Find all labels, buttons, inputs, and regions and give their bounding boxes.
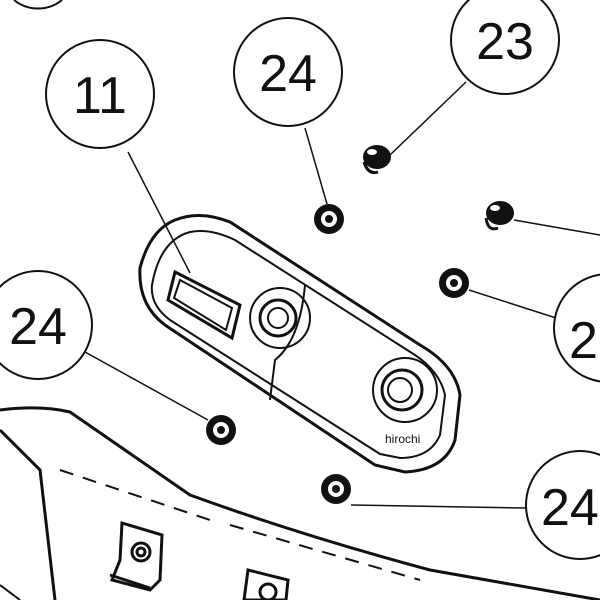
callout-23: 23: [450, 0, 560, 95]
svg-text:24: 24: [9, 298, 67, 356]
callout-24-bottom: 24: [525, 450, 600, 560]
body-panel: [0, 406, 600, 600]
screw: [362, 145, 391, 174]
grommet: [314, 204, 344, 234]
bracket-part: [138, 214, 462, 474]
callout-11: 11: [45, 39, 155, 149]
grommet: [321, 474, 351, 504]
panel-clip: [242, 568, 290, 600]
svg-text:2: 2: [569, 312, 598, 370]
callout-partial-right: 2: [553, 273, 600, 383]
svg-text:23: 23: [476, 13, 534, 71]
svg-text:24: 24: [259, 45, 317, 103]
svg-text:11: 11: [73, 67, 127, 125]
leader-lines: [84, 81, 600, 509]
partial-callout-circle: [13, 0, 63, 10]
watermark: hirochi: [385, 432, 420, 446]
callout-24-top: 24: [233, 17, 343, 127]
screw: [484, 201, 514, 231]
panel-clip: [109, 521, 164, 592]
grommet: [206, 415, 236, 445]
grommet: [439, 268, 469, 298]
svg-text:24: 24: [541, 479, 599, 537]
callout-24-left: 24: [0, 270, 93, 380]
